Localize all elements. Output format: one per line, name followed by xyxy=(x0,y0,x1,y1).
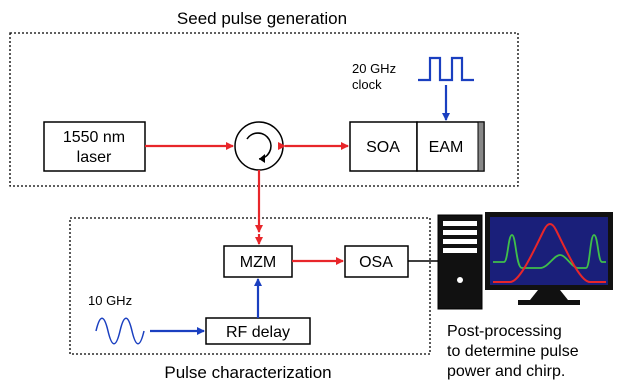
circulator-arrow-icon xyxy=(246,132,272,160)
laser-label-line2: laser xyxy=(77,149,112,166)
processing-line3: power and chirp. xyxy=(447,363,565,380)
clock-label-line2: clock xyxy=(352,77,382,92)
char-section-box xyxy=(69,217,431,355)
mzm-box xyxy=(223,245,293,278)
osa-label: OSA xyxy=(359,254,393,271)
eam-mirror xyxy=(477,121,485,172)
rf-sine-wave-icon xyxy=(95,317,145,345)
eam-label: EAM xyxy=(429,139,464,156)
circulator xyxy=(234,121,284,171)
processing-line2: to determine pulse xyxy=(447,343,579,360)
laser-box xyxy=(43,121,146,172)
seed-section-box xyxy=(9,32,519,187)
seed-section-title: Seed pulse generation xyxy=(177,9,347,28)
osa-box xyxy=(344,245,409,278)
soa-label: SOA xyxy=(366,139,400,156)
screen-trace-green xyxy=(493,234,606,269)
monitor-icon xyxy=(485,212,613,305)
screen-trace-red xyxy=(493,223,606,283)
rf-delay-box xyxy=(205,317,311,345)
char-section-title: Pulse characterization xyxy=(164,363,331,382)
computer-tower-icon xyxy=(437,214,483,310)
rf-delay-label: RF delay xyxy=(226,324,290,341)
laser-label-line1: 1550 nm xyxy=(63,129,125,146)
clock-square-wave-icon xyxy=(418,56,474,82)
circulator-arrowhead-icon xyxy=(259,154,265,163)
mzm-label: MZM xyxy=(240,254,276,271)
soa-box xyxy=(349,121,418,172)
clock-label-line1: 20 GHz xyxy=(352,61,396,76)
processing-line1: Post-processing xyxy=(447,323,562,340)
rf-source-label: 10 GHz xyxy=(88,293,132,308)
